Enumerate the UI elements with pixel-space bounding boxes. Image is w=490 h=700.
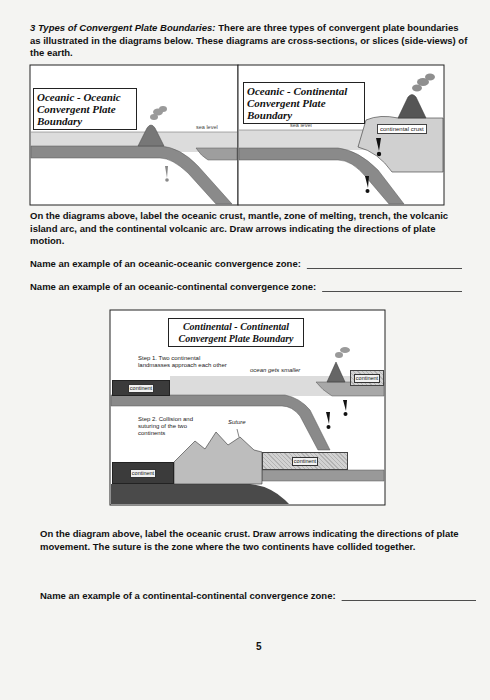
continental-volcano <box>398 95 426 119</box>
step-caption: Step 2. Collision and suturing of the tw… <box>138 416 213 437</box>
oceanic-plate <box>196 148 237 160</box>
label-text: On the diagram above, label the oceanic … <box>40 528 459 552</box>
sea-level-label: sea level <box>290 122 312 129</box>
magma-drop <box>365 176 369 188</box>
label-text: Step 1. Two continental landmasses appro… <box>138 355 227 368</box>
continent-block: continent <box>112 462 174 484</box>
question: Name an example of a continental-contine… <box>40 590 336 603</box>
plate-band <box>262 470 384 481</box>
crust-label-box: continental crust <box>377 124 427 134</box>
sea-level-label: sea level <box>196 124 218 131</box>
ocean-water <box>239 130 372 150</box>
label-text: Name an example of an oceanic-continenta… <box>30 281 316 292</box>
magma-drop <box>366 189 370 193</box>
boundary-title-box: Oceanic - Continental Convergent Plate B… <box>243 82 365 124</box>
ash-cloud <box>150 106 167 120</box>
volcano <box>327 362 345 382</box>
volcanic-island <box>138 125 164 146</box>
continent-block: continent <box>112 380 170 396</box>
magma-drop <box>326 412 330 424</box>
magma-drop <box>376 138 381 151</box>
magma-drop <box>165 166 168 178</box>
answer-line <box>307 268 462 269</box>
question: Name an example of an oceanic-oceanic co… <box>30 258 301 271</box>
box-text: Oceanic - Continental Convergent Plate B… <box>247 85 361 121</box>
collision-mountains <box>174 432 262 484</box>
oceanic-continental-figure <box>238 65 444 205</box>
magma-drop <box>327 425 331 429</box>
boundary-title-box: Oceanic - Oceanic Convergent Plate Bound… <box>33 88 137 130</box>
instructions: On the diagram above, label the oceanic … <box>40 528 470 553</box>
label-text: Suture <box>228 419 246 425</box>
continent-block: continent <box>350 370 384 386</box>
continental-continental-figure <box>110 310 385 505</box>
intro-paragraph: 3 Types of Convergent Plate Boundaries:T… <box>30 22 470 60</box>
oceanic-plate <box>239 148 404 204</box>
answer-line <box>342 600 476 601</box>
magma-drop <box>343 400 347 411</box>
box-text: Continental - Continental Convergent Pla… <box>172 321 300 344</box>
figure-note: ocean gets smaller <box>250 367 300 374</box>
suture-leader <box>237 429 239 437</box>
label-text: On the diagrams above, label the oceanic… <box>30 210 448 246</box>
sea-level-line <box>239 130 372 131</box>
ash-cloud <box>412 74 435 92</box>
label-text: sea level <box>290 122 312 128</box>
label-text: Name an example of a continental-contine… <box>40 590 336 601</box>
page-number: 5 <box>256 641 262 653</box>
continent-label: continent <box>128 384 154 393</box>
label-text: ocean gets smaller <box>250 367 300 373</box>
magma-drop <box>344 412 348 416</box>
figure-frame <box>238 65 444 205</box>
continent-label: continent <box>292 457 318 466</box>
continent-label: continent <box>130 469 156 478</box>
continent-label: continent <box>354 374 380 383</box>
magma-drop <box>377 152 381 156</box>
continent-block: continent <box>262 452 348 470</box>
question: Name an example of an oceanic-continenta… <box>30 281 316 294</box>
sea-level-line <box>31 132 237 133</box>
instructions: On the diagrams above, label the oceanic… <box>30 210 470 248</box>
step-caption: Step 1. Two continental landmasses appro… <box>138 355 228 369</box>
ash-cloud <box>335 347 350 358</box>
box-text: Oceanic - Oceanic Convergent Plate Bound… <box>37 91 133 127</box>
sutured-slab <box>111 484 289 504</box>
label-text: Step 2. Collision and suturing of the tw… <box>138 416 193 436</box>
label-text: sea level <box>196 124 218 130</box>
label-text: 5 <box>256 641 262 652</box>
oceanic-oceanic-figure <box>30 65 238 205</box>
figure-frame <box>110 310 385 505</box>
figure-frame <box>30 65 238 205</box>
label-text: Name an example of an oceanic-oceanic co… <box>30 258 301 269</box>
answer-line <box>322 291 462 292</box>
box-text: continental crust <box>380 125 424 133</box>
boundary-title-box: Continental - Continental Convergent Pla… <box>168 318 304 347</box>
suture-label: Suture <box>228 419 246 426</box>
magma-drop <box>165 178 169 182</box>
worksheet-heading: 3 Types of Convergent Plate Boundaries: <box>30 22 215 33</box>
